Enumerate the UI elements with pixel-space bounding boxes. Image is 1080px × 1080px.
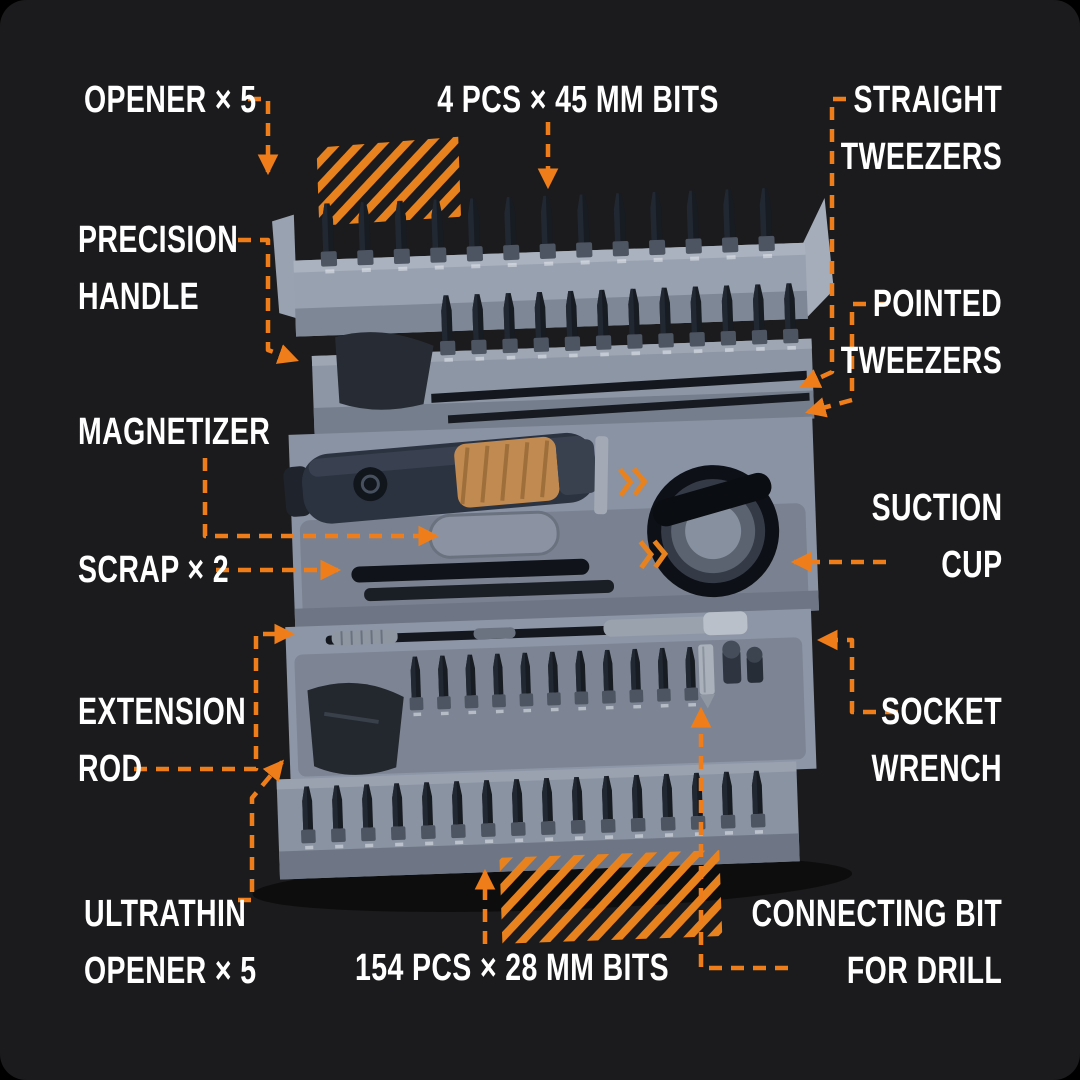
label-line: SCRAP × 2 bbox=[78, 549, 229, 591]
label-line: FOR DRILL bbox=[846, 950, 1002, 992]
hatch-bottom-right bbox=[499, 850, 723, 944]
magnetizer-tool bbox=[428, 510, 560, 559]
label-opener: OPENER × 5 bbox=[84, 72, 256, 129]
leader-socket-wrench bbox=[816, 629, 898, 715]
bottom-tray bbox=[285, 608, 817, 788]
label-ultrathin-opener: ULTRATHIN OPENER × 5 bbox=[84, 886, 256, 1000]
suction-cup-tool bbox=[647, 465, 780, 598]
screwdriver-bit bbox=[574, 194, 593, 265]
label-pointed-tweezers: POINTED TWEEZERS bbox=[841, 276, 1002, 390]
pick-detail-line bbox=[323, 711, 379, 724]
leader-pointed-tweezers bbox=[805, 301, 888, 418]
product-illustration bbox=[252, 136, 853, 944]
pointed-tweezers-tool bbox=[447, 392, 810, 424]
screwdriver-bit bbox=[683, 190, 703, 261]
label-magnetizer: MAGNETIZER bbox=[78, 404, 270, 461]
label-connecting-bit: CONNECTING BIT FOR DRILL bbox=[751, 886, 1002, 1000]
label-line: TWEEZERS bbox=[840, 340, 1002, 382]
leader-ultrathin-opener bbox=[238, 759, 284, 903]
label-precision-handle: PRECISION HANDLE bbox=[78, 212, 238, 326]
label-extension-rod: EXTENSION ROD bbox=[78, 684, 246, 798]
screwdriver-bit bbox=[610, 192, 630, 264]
screwdriver-bit bbox=[756, 187, 776, 259]
label-28mm-bits: 154 PCS × 28 MM BITS bbox=[355, 940, 669, 997]
label-line: WRENCH bbox=[871, 748, 1002, 790]
label-line: OPENER × 5 bbox=[84, 950, 257, 992]
opener-pick bbox=[335, 332, 434, 410]
leader-opener bbox=[248, 96, 279, 176]
leader-magnetizer bbox=[202, 458, 440, 547]
leader-connecting-bit bbox=[690, 706, 788, 971]
label-line: CONNECTING BIT bbox=[751, 893, 1002, 935]
label-straight-tweezers: STRAIGHT TWEEZERS bbox=[841, 72, 1002, 186]
label-line: CUP bbox=[940, 544, 1002, 586]
leader-extension-rod bbox=[134, 623, 296, 772]
label-line: 154 PCS × 28 MM BITS bbox=[355, 947, 669, 989]
label-socket-wrench: SOCKET WRENCH bbox=[872, 684, 1002, 798]
precision-handle-tool bbox=[283, 432, 609, 524]
label-line: SUCTION bbox=[871, 487, 1002, 529]
label-suction-cup: SUCTION CUP bbox=[871, 480, 1002, 594]
label-line: OPENER × 5 bbox=[84, 79, 257, 121]
brand-chevrons bbox=[618, 467, 669, 570]
screwdriver-bit bbox=[720, 189, 739, 260]
label-scrap: SCRAP × 2 bbox=[78, 542, 229, 599]
straight-tweezers-tool bbox=[431, 370, 807, 403]
hatch-top-left bbox=[316, 136, 462, 226]
extension-rod-tool bbox=[325, 611, 748, 646]
label-line: HANDLE bbox=[78, 276, 199, 318]
label-line: ROD bbox=[78, 748, 143, 790]
tweezers bbox=[431, 370, 810, 424]
label-line: POINTED bbox=[872, 283, 1002, 325]
label-line: STRAIGHT bbox=[853, 79, 1002, 121]
label-line: PRECISION bbox=[78, 219, 239, 261]
ultrathin-opener-pick bbox=[307, 682, 404, 775]
label-line: ULTRATHIN bbox=[84, 893, 247, 935]
label-line: 4 PCS × 45 MM BITS bbox=[437, 79, 719, 121]
screwdriver-bit bbox=[647, 191, 666, 263]
scrap-blades bbox=[351, 558, 615, 602]
label-45mm-bits: 4 PCS × 45 MM BITS bbox=[428, 72, 728, 129]
leader-straight-tweezers bbox=[799, 96, 846, 389]
screwdriver-bit bbox=[501, 196, 520, 268]
label-line: TWEEZERS bbox=[840, 136, 1002, 178]
screwdriver-bit bbox=[537, 195, 557, 267]
label-line: MAGNETIZER bbox=[78, 411, 271, 453]
label-line: EXTENSION bbox=[78, 691, 247, 733]
leader-lines bbox=[134, 96, 898, 971]
screwdriver-bit bbox=[464, 198, 484, 269]
connecting-bit-tool bbox=[698, 644, 715, 709]
socket-wrench-tool bbox=[722, 640, 764, 684]
leader-precision-handle bbox=[238, 237, 299, 364]
label-line: SOCKET bbox=[880, 691, 1002, 733]
